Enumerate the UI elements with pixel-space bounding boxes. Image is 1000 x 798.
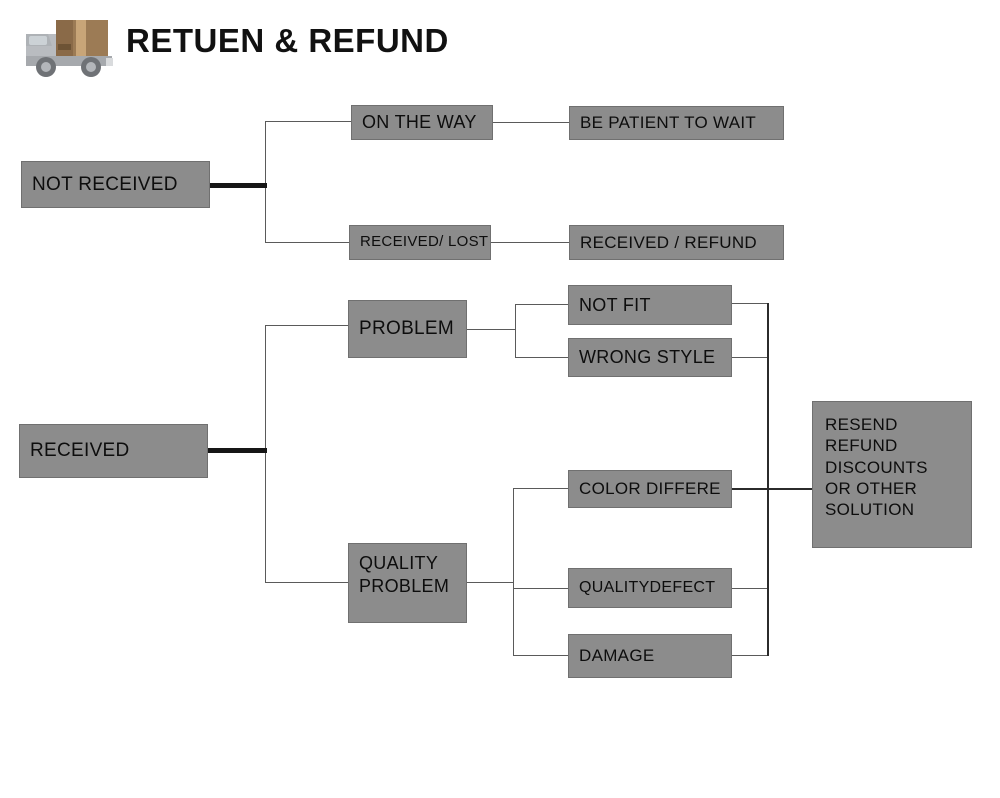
connector-color-differe-out xyxy=(731,488,769,490)
connector-received-lost-to-received-refund xyxy=(490,242,570,243)
node-solution-line-2: REFUND xyxy=(825,436,898,456)
node-quality-problem-line-2: PROBLEM xyxy=(359,575,450,596)
node-solution[interactable]: RESEND REFUND DISCOUNTS OR OTHER SOLUTIO… xyxy=(812,401,972,548)
connector-to-received-lost xyxy=(265,242,350,243)
connector-quality-problem-out xyxy=(466,582,514,583)
connector-damage-out xyxy=(731,655,769,656)
connector-to-color-differe xyxy=(513,488,569,489)
connector-trunk-to-solution xyxy=(767,488,814,490)
page-title: RETUEN & REFUND xyxy=(126,22,449,59)
node-received-refund[interactable]: RECEIVED / REFUND xyxy=(569,225,784,260)
node-quality-problem[interactable]: QUALITY PROBLEM xyxy=(348,543,467,623)
connector-problem-bracket xyxy=(515,304,516,358)
node-quality-problem-line-1: QUALITY xyxy=(359,553,439,573)
connector-quality-problem-bracket xyxy=(513,488,514,656)
connector-not-received-bracket xyxy=(265,121,266,243)
connector-on-the-way-to-be-patient xyxy=(492,122,570,123)
connector-to-damage xyxy=(513,655,569,656)
node-quality-defect[interactable]: QUALITYDEFECT xyxy=(568,568,732,608)
node-solution-line-1: RESEND xyxy=(825,415,898,434)
node-color-differe[interactable]: COLOR DIFFERE xyxy=(568,470,732,508)
node-solution-line-4: OR OTHER xyxy=(825,478,918,498)
connector-to-quality-problem xyxy=(265,582,350,583)
node-problem[interactable]: PROBLEM xyxy=(348,300,467,358)
connector-solution-trunk xyxy=(767,303,769,656)
connector-quality-defect-out xyxy=(731,588,769,589)
node-solution-line-3: DISCOUNTS xyxy=(825,457,928,477)
connector-not-fit-out xyxy=(731,303,769,304)
connector-to-problem xyxy=(265,325,350,326)
node-not-fit[interactable]: NOT FIT xyxy=(568,285,732,325)
connector-to-quality-defect xyxy=(513,588,569,589)
node-received-lost[interactable]: RECEIVED/ LOST xyxy=(349,225,491,260)
delivery-truck-icon xyxy=(26,20,113,77)
connector-to-wrong-style xyxy=(515,357,569,358)
connector-not-received-stem xyxy=(209,183,267,188)
connector-to-not-fit xyxy=(515,304,569,305)
node-be-patient-to-wait[interactable]: BE PATIENT TO WAIT xyxy=(569,106,784,140)
connector-wrong-style-out xyxy=(731,357,769,358)
node-solution-line-5: SOLUTION xyxy=(825,500,915,519)
node-wrong-style[interactable]: WRONG STYLE xyxy=(568,338,732,377)
node-received[interactable]: RECEIVED xyxy=(19,424,208,478)
node-on-the-way[interactable]: ON THE WAY xyxy=(351,105,493,140)
node-not-received[interactable]: NOT RECEIVED xyxy=(21,161,210,208)
page-header: RETUEN & REFUND xyxy=(0,0,1000,95)
connector-to-on-the-way xyxy=(265,121,352,122)
connector-received-bracket xyxy=(265,325,266,583)
connector-problem-out xyxy=(466,329,516,330)
connector-received-stem xyxy=(207,448,267,453)
node-damage[interactable]: DAMAGE xyxy=(568,634,732,678)
